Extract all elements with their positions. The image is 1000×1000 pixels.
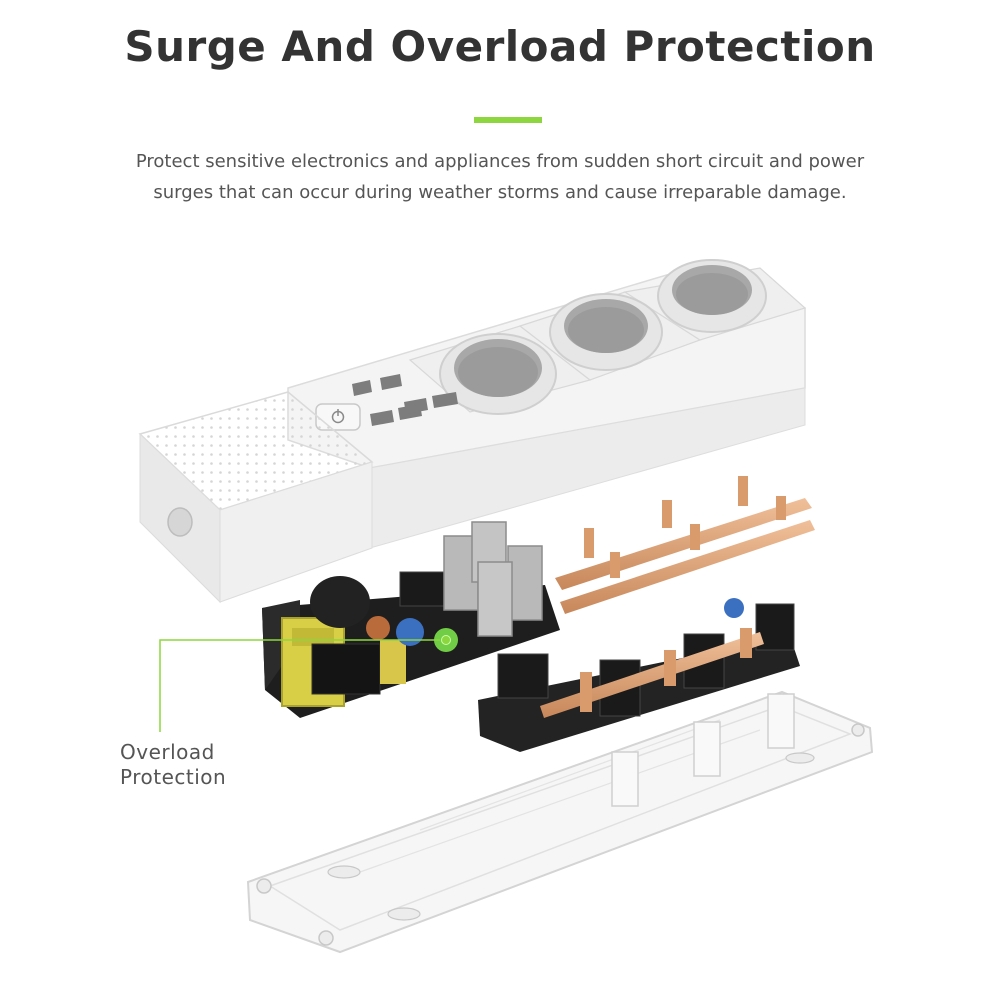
socket-2 xyxy=(549,293,663,371)
base-plate xyxy=(246,690,874,954)
socket-1 xyxy=(439,333,557,415)
callout-leader-line xyxy=(159,636,450,732)
description-line-1: Protect sensitive electronics and applia… xyxy=(135,151,865,172)
socket-3 xyxy=(657,259,767,333)
callout-line-2: Protection xyxy=(120,765,227,789)
socket-pcb xyxy=(478,598,800,752)
usb-ports xyxy=(352,374,458,426)
description: Protect sensitive electronics and applia… xyxy=(60,146,940,208)
page-title: Surge And Overload Protection xyxy=(124,22,876,71)
copper-busbars xyxy=(555,476,815,614)
description-line-2: surges that can occur during weather sto… xyxy=(153,182,847,203)
callout-line-1: Overload xyxy=(120,740,215,764)
power-strip-housing xyxy=(138,259,807,604)
accent-underline xyxy=(474,117,542,123)
charger-pcb xyxy=(262,521,560,718)
overload-protection-callout: Overload Protection xyxy=(120,740,226,790)
